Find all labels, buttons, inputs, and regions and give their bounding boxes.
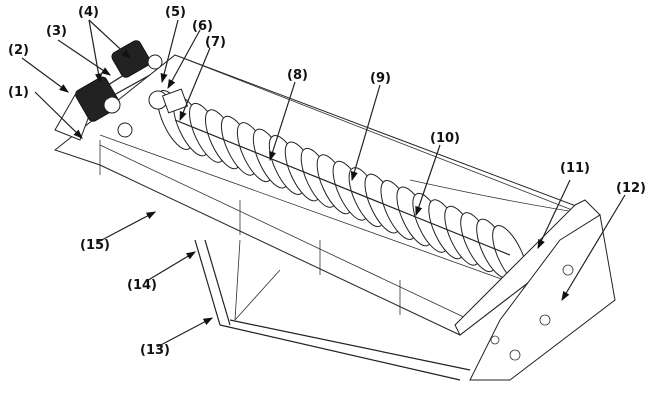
label-10: (10) xyxy=(430,131,460,146)
label-5: (5) xyxy=(165,5,186,20)
label-1: (1) xyxy=(8,85,29,100)
label-9: (9) xyxy=(370,71,391,86)
label-14: (14) xyxy=(127,278,157,293)
leader-lines xyxy=(21,19,626,348)
support-stand xyxy=(194,239,471,381)
label-3: (3) xyxy=(46,24,67,39)
spiral-screw xyxy=(157,90,528,285)
label-8: (8) xyxy=(287,68,308,83)
discharge-box xyxy=(469,214,616,381)
label-7: (7) xyxy=(205,35,226,50)
label-15: (15) xyxy=(80,238,110,253)
label-4: (4) xyxy=(78,5,99,20)
screw-shaft xyxy=(174,119,511,256)
label-6: (6) xyxy=(192,19,213,34)
label-12: (12) xyxy=(616,181,646,196)
label-13: (13) xyxy=(140,343,170,358)
label-2: (2) xyxy=(8,43,29,58)
callout-labels: (1) (2) (3) (4) (5) (6) (7) (8) (9) (10)… xyxy=(8,5,646,358)
label-11: (11) xyxy=(560,161,590,176)
